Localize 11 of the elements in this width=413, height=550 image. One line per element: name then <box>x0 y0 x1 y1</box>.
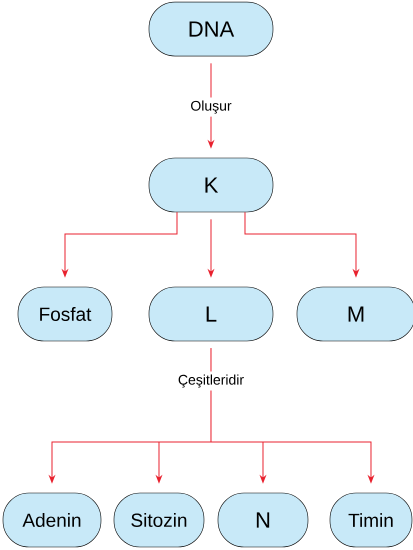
rounded-box: K <box>148 158 274 212</box>
rounded-box: L <box>148 286 274 342</box>
rounded-box: M <box>296 286 413 342</box>
rounded-box: N <box>218 492 308 548</box>
rounded-box: Adenin <box>2 492 102 548</box>
edge-label: Çeşitleridir <box>174 371 248 391</box>
rounded-box: DNA <box>148 2 274 56</box>
rounded-box: Timin <box>330 492 412 548</box>
rounded-box: Fosfat <box>18 286 112 342</box>
rounded-box: Sitozin <box>114 492 204 548</box>
edge-label: Oluşur <box>187 97 235 117</box>
